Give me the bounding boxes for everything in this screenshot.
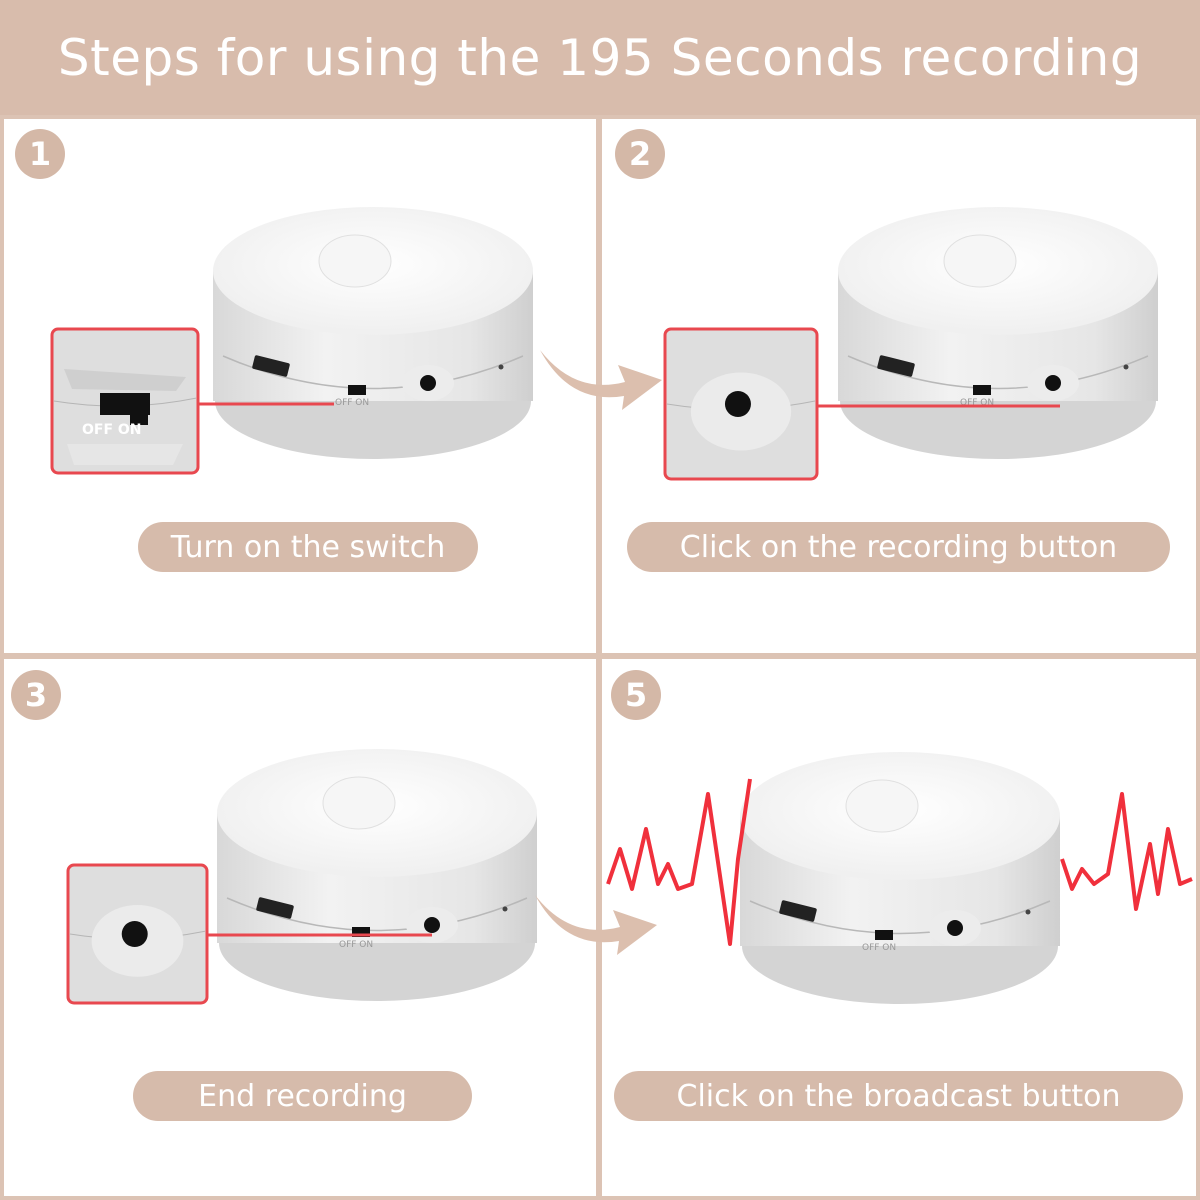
step-label: End recording bbox=[133, 1071, 472, 1121]
device-illustration: OFF ON bbox=[66, 749, 537, 1005]
record-button-closeup bbox=[121, 921, 148, 947]
usb-port bbox=[877, 355, 915, 377]
step-panel-3: OFF ON 3 End recording bbox=[4, 659, 596, 1196]
switch-label: OFF ON bbox=[960, 398, 994, 408]
device-center-button bbox=[845, 779, 919, 833]
device-illustration: OFF ON bbox=[740, 752, 1060, 1004]
zoom-inset bbox=[66, 863, 209, 1005]
record-button bbox=[420, 375, 436, 391]
usb-port bbox=[252, 355, 290, 377]
record-button bbox=[947, 920, 963, 936]
header: Steps for using the 195 Seconds recordin… bbox=[0, 0, 1200, 115]
power-switch bbox=[875, 930, 893, 940]
step-number-badge: 5 bbox=[611, 670, 661, 720]
microphone-hole bbox=[498, 364, 504, 370]
device-center-button bbox=[943, 234, 1017, 288]
microphone-hole bbox=[1123, 364, 1129, 370]
step-number-badge: 3 bbox=[11, 670, 61, 720]
usb-port bbox=[779, 900, 817, 922]
sound-wave-left bbox=[606, 778, 752, 946]
power-switch bbox=[352, 927, 370, 937]
usb-port bbox=[256, 897, 294, 919]
zoom-inset bbox=[663, 327, 819, 481]
switch-label: OFF ON bbox=[339, 940, 373, 950]
device-center-button bbox=[322, 776, 396, 830]
switch-label: OFF ON bbox=[862, 943, 896, 953]
device-illustration: OFF ON bbox=[663, 207, 1158, 481]
record-button-closeup bbox=[724, 391, 751, 417]
power-switch bbox=[973, 385, 991, 395]
step-number-badge: 1 bbox=[15, 129, 65, 179]
microphone-hole bbox=[1025, 909, 1031, 915]
step-panel-2: OFF ON 2 Click on the recording button bbox=[602, 119, 1196, 653]
record-button bbox=[1045, 375, 1061, 391]
device-illustration: OFF ON OFF ON bbox=[50, 207, 533, 475]
step-label: Click on the broadcast button bbox=[614, 1071, 1183, 1121]
step-label: Turn on the switch bbox=[138, 522, 478, 572]
zoom-inset: OFF ON bbox=[50, 327, 200, 475]
step-panel-1: OFF ON OFF ON 1 Turn on the switch bbox=[4, 119, 596, 653]
step-number-badge: 2 bbox=[615, 129, 665, 179]
record-button bbox=[424, 917, 440, 933]
switch-label: OFF ON bbox=[335, 398, 369, 408]
step-panel-5: OFF ON 5 Click on the broadcast button bbox=[602, 659, 1196, 1196]
power-switch bbox=[348, 385, 366, 395]
sound-wave-graphic bbox=[606, 778, 1193, 946]
svg-text:OFF ON: OFF ON bbox=[82, 422, 142, 438]
microphone-hole bbox=[502, 906, 508, 912]
step-label: Click on the recording button bbox=[627, 522, 1170, 572]
device-center-button bbox=[318, 234, 392, 288]
sound-wave-right bbox=[1060, 792, 1193, 911]
page-title: Steps for using the 195 Seconds recordin… bbox=[57, 28, 1143, 87]
